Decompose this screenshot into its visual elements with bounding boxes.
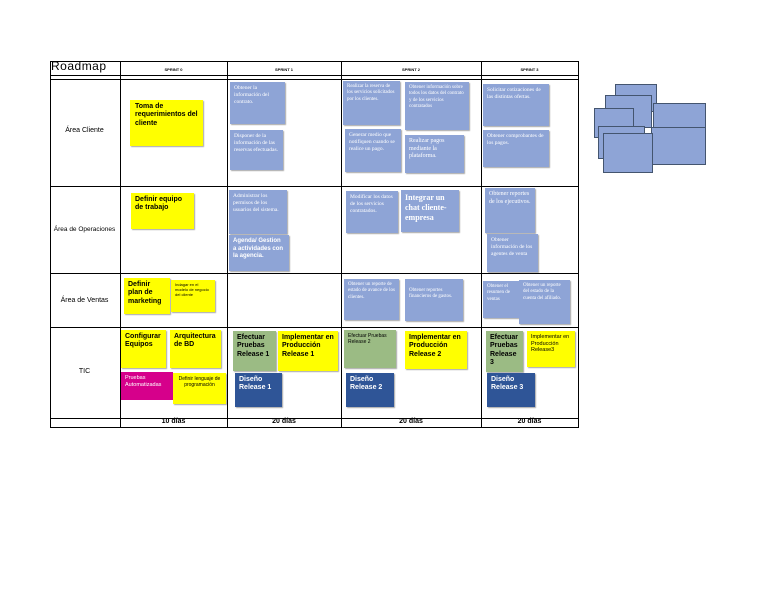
- note-definir-plan[interactable]: Definir plan de marketing: [124, 278, 170, 314]
- page-title: Roadmap: [51, 59, 107, 73]
- note-administrar-permisos[interactable]: Administrar los permisos de los usuarios…: [229, 190, 287, 234]
- grid-line-row-2: [50, 273, 579, 274]
- grid-line-row-3: [50, 327, 579, 328]
- note-arquitectura-bd[interactable]: Arquitectura de BD: [170, 330, 221, 368]
- note-obtener-reporte-estado[interactable]: Obtener un reporte de estado de avance d…: [344, 279, 399, 320]
- note-obtener-reportes-ejecutivos[interactable]: Obtener reportes de los ejecutivos.: [485, 188, 535, 233]
- note-implementar-produccion-1[interactable]: Implementar en Producción Release 1: [278, 331, 338, 371]
- note-diseno-1[interactable]: Diseño Release 1: [235, 373, 282, 407]
- grid-line-row-1: [50, 186, 579, 187]
- grid-line-col-4: [481, 61, 482, 428]
- note-obtener-informacion-agentes[interactable]: Obtener información de los agentes de ve…: [487, 234, 538, 272]
- note-realizar-pagos[interactable]: Realizar pagos mediante la plataforma.: [405, 135, 464, 173]
- grid-line-col-3: [341, 61, 342, 428]
- note-obtener-resumen[interactable]: Obtener el resumen de ventas: [483, 281, 519, 318]
- note-agenda-gestion[interactable]: Agenda/ Gestion a actividades con la age…: [229, 235, 289, 271]
- row-label-tic: TIC: [78, 368, 91, 375]
- note-modificar-datos[interactable]: Modificar los datos de los servicios con…: [346, 191, 398, 233]
- note-obtener-informacion-contrato[interactable]: Obtener la información del contrato.: [230, 82, 285, 124]
- grid-line-header-2: [50, 79, 579, 80]
- grid-line-top: [50, 61, 579, 62]
- note-efectuar-pruebas-3[interactable]: Efectuar Pruebas Release 3: [486, 331, 523, 372]
- grid-line-header: [50, 75, 579, 76]
- note-efectuar-pruebas-2[interactable]: Efectuar Pruebas Release 2: [344, 330, 396, 368]
- note-configurar-equipos[interactable]: Configurar Equipos: [121, 330, 166, 368]
- note-generar-medio[interactable]: Generar medio que notifiquen cuando se r…: [345, 129, 401, 172]
- sprint-header: SPRINT 2: [401, 67, 420, 72]
- sprint-duration: 20 días: [272, 418, 296, 425]
- note-disponer-informacion-reservas[interactable]: Disponer de la información de las reserv…: [230, 130, 283, 170]
- note-obtener-comprobantes[interactable]: Obtener comprobantes de los pagos.: [483, 130, 549, 167]
- note-solicitar-cotizaciones[interactable]: Solicitar cotizaciones de las distintas …: [483, 84, 549, 126]
- decorative-note: [603, 133, 653, 173]
- sprint-duration: 20 días: [399, 418, 423, 425]
- note-obtener-reportes-financieros[interactable]: Obtener reportes financieros de gastos.: [405, 279, 463, 321]
- row-label-operaciones: Área de Operaciones: [53, 226, 116, 233]
- note-diseno-3[interactable]: Diseño Release 3: [487, 373, 535, 407]
- note-toma-requerimientos[interactable]: Toma de requerimientos del cliente: [130, 100, 203, 146]
- grid-line-row-4: [50, 418, 579, 419]
- note-definir-lenguaje[interactable]: Definir lenguaje de programación: [173, 373, 226, 404]
- grid-line-col-1: [120, 61, 121, 428]
- note-obtener-informacion-datos[interactable]: Obtener información sobre todos los dato…: [405, 82, 469, 130]
- decorative-note: [651, 127, 706, 165]
- sprint-duration: 20 días: [517, 418, 542, 425]
- sprint-header: SPRINT 3: [520, 67, 539, 72]
- sprint-header: SPRINT 0: [164, 67, 183, 72]
- note-pruebas-automatizadas[interactable]: Pruebas Automatizadas: [121, 372, 173, 400]
- note-integrar-chat[interactable]: Integrar un chat cliente-empresa: [401, 190, 459, 232]
- note-indagar-modelo[interactable]: Indagar en el modelo de negocio del clie…: [171, 280, 215, 312]
- note-diseno-2[interactable]: Diseño Release 2: [346, 373, 394, 407]
- note-obtener-reporte-cuenta[interactable]: Obtener un reporte del estado de la cuen…: [519, 280, 570, 324]
- note-efectuar-pruebas-1[interactable]: Efectuar Pruebas Release 1: [233, 331, 276, 371]
- note-realizar-reserva[interactable]: Realizar la reserva de los servicios sol…: [343, 81, 400, 125]
- note-definir-equipo[interactable]: Definir equipo de trabajo: [131, 193, 194, 229]
- grid-line-col-5: [578, 61, 579, 428]
- sprint-header: SPRINT 1: [274, 67, 293, 72]
- row-label-cliente: Área Cliente: [65, 127, 104, 134]
- note-implementar-produccion-2[interactable]: Implementar en Producción Release 2: [405, 331, 467, 369]
- sprint-duration: 10 días: [161, 418, 186, 425]
- grid-line-col-2: [227, 61, 228, 428]
- grid-line-bottom: [50, 427, 579, 428]
- note-implementar-produccion-3[interactable]: Implementar en Producción Release3: [527, 331, 575, 367]
- row-label-ventas: Área de Ventas: [60, 297, 109, 304]
- grid-line-col-0: [50, 61, 51, 428]
